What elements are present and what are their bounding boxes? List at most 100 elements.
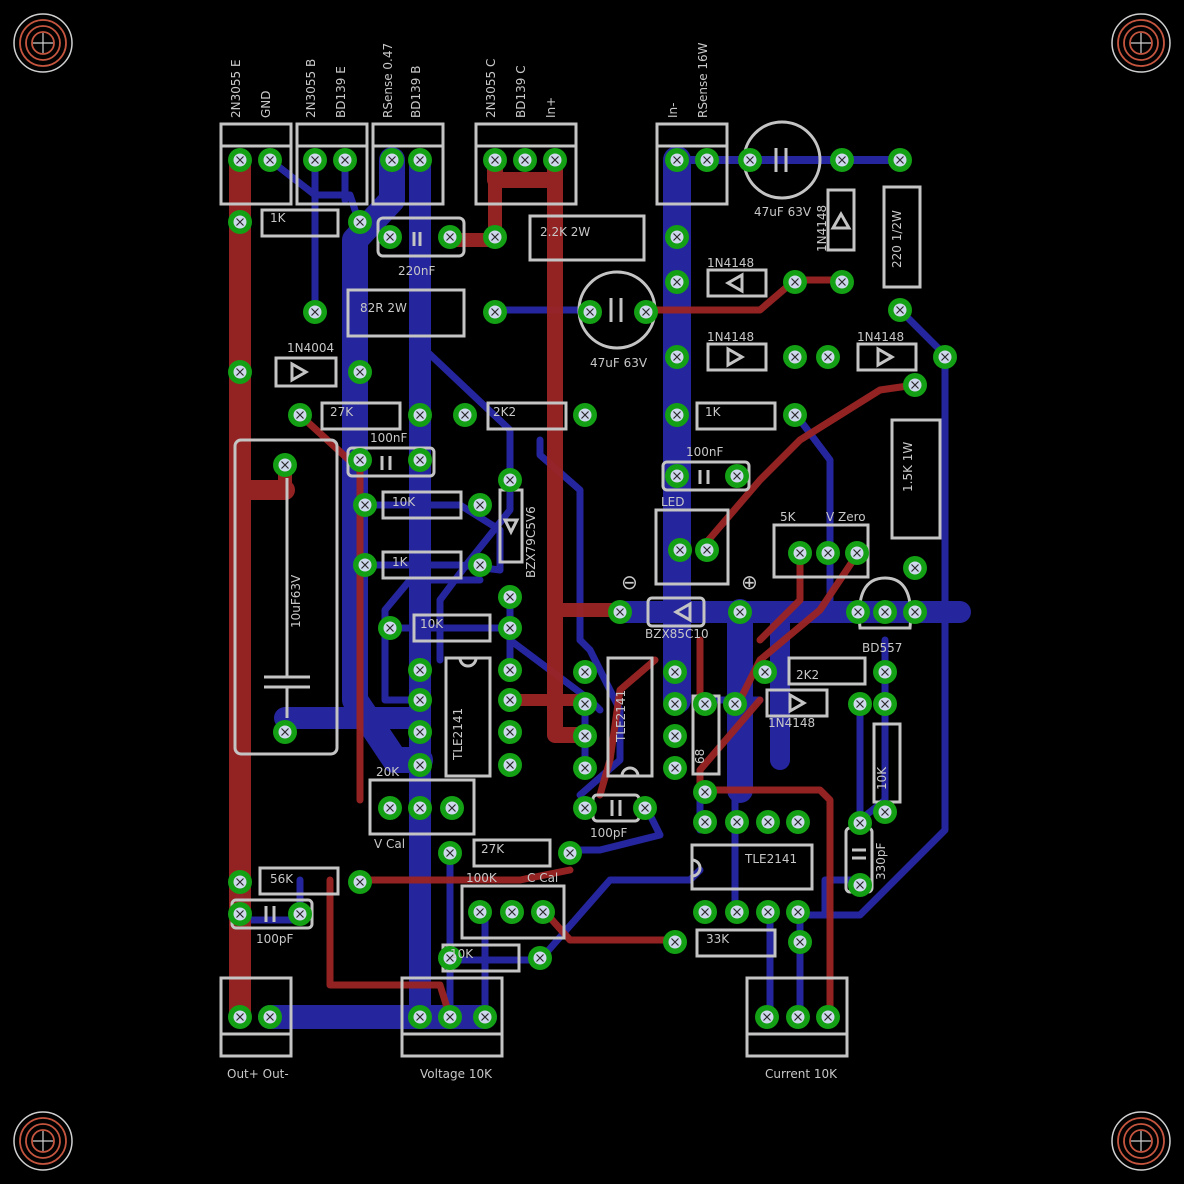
pad-cross [416,761,424,769]
label-d-1n4148-b: 1N4148 [707,330,754,344]
pad-cross [416,156,424,164]
header-current [745,976,849,1058]
label-r-22k-2w: 2.2K 2W [540,225,590,239]
label-r-10k-c: 10K [875,766,889,790]
pad-cross [701,908,709,916]
pad-cross [356,218,364,226]
label-led: LED [661,495,685,509]
pad-cross [838,278,846,286]
mounting-hole-ring [1123,25,1159,61]
pad-cross [461,411,469,419]
mounting-hole-ring [1117,1117,1165,1165]
pad-cross [671,700,679,708]
pad-cross [763,1013,771,1021]
label-c-330pf: 330pF [874,842,888,880]
mounting-hole-ring [25,1123,61,1159]
mounting-hole-ring [19,19,67,67]
pad-cross [281,728,289,736]
label-ic-tle-2: TLE2141 [614,690,628,743]
label-r-33k: 33K [706,932,730,946]
mounting-hole-cross [33,1131,53,1151]
pad-cross [794,908,802,916]
pad-cross [356,368,364,376]
pad-cross [701,788,709,796]
pad-cross [296,411,304,419]
mounting-hole-ring [1123,1123,1159,1159]
label-in-minus: In- [666,103,680,118]
pad-cross [361,501,369,509]
pad-cross [476,561,484,569]
label-r-56k: 56K [270,872,294,886]
pad-cross [386,804,394,812]
pad-cross [671,668,679,676]
pad-cross [673,353,681,361]
label-z-bzx79: BZX79C5V6 [524,506,538,578]
label-d-1n4148-vert: 1N4148 [815,205,829,252]
pad-cross [446,954,454,962]
pad-cross [481,1013,489,1021]
pad-cross [733,818,741,826]
pad-cross [641,804,649,812]
minus-symbol: ⊖ [621,570,638,594]
pad-cross [356,456,364,464]
pad-cross [796,938,804,946]
pad-cross [796,549,804,557]
pad-cross [361,561,369,569]
pad-cross [416,666,424,674]
label-pot-20k: 20K [376,765,400,779]
pad-cross [856,881,864,889]
mounting-hole-ring [25,25,61,61]
pad-cross [764,908,772,916]
pad-cross [703,546,711,554]
pad-cross [311,308,319,316]
label-vcal: V Cal [374,837,405,851]
pad-cross [341,156,349,164]
mounting-hole-ring [13,13,73,73]
pad-cross [386,624,394,632]
pad-cross [446,233,454,241]
pad-cross [673,233,681,241]
pad-cross [791,353,799,361]
label-rsense-047: RSense 0.47 [381,43,395,118]
pad-cross [416,804,424,812]
pad-cross [881,608,889,616]
pad-cross [266,156,274,164]
pad-cross [506,761,514,769]
pad-cross [911,608,919,616]
pad-cross [491,156,499,164]
bottom-labels: Out+ Out- Voltage 10K Current 10K [227,1067,838,1081]
pad-cross [824,1013,832,1021]
label-r-1k-right: 1K [705,405,722,419]
pad-cross [896,306,904,314]
label-current-10k: Current 10K [765,1067,838,1081]
pad-cross [386,233,394,241]
label-d-1n4148-d: 1N4148 [768,716,815,730]
mounting-hole-ring [13,1111,73,1171]
label-ic-tle-3: TLE2141 [744,852,797,866]
mounting-hole-cross [33,33,53,53]
header-out [219,976,293,1058]
polarity-symbols: ⊖ ⊕ [621,570,758,594]
label-pot-vzero: V Zero [826,510,866,524]
pad-cross [266,1013,274,1021]
label-r-1k5-1w: 1.5K 1W [901,442,915,492]
pad-cross [581,700,589,708]
label-r-27k-b: 27K [481,842,505,856]
pad-cross [581,411,589,419]
mounting-hole-ring [1129,31,1153,55]
pad-cross [506,476,514,484]
pad-cross [673,278,681,286]
pads [228,148,957,1029]
mounting-holes [13,13,1171,1171]
component-labels: 1K 220nF 2.2K 2W 47uF 63V 1N4148 220 1/2… [256,205,915,961]
header-voltage [400,976,504,1058]
label-c-100nf-left: 100nF [370,431,408,445]
label-ic-tle-1: TLE2141 [451,708,465,761]
label-d-1n4148-c: 1N4148 [857,330,904,344]
pad-cross [506,696,514,704]
pad-cross [388,156,396,164]
label-r-1k-top: 1K [270,211,287,225]
pad-cross [506,728,514,736]
mounting-hole-ring [31,31,55,55]
pad-cross [671,732,679,740]
